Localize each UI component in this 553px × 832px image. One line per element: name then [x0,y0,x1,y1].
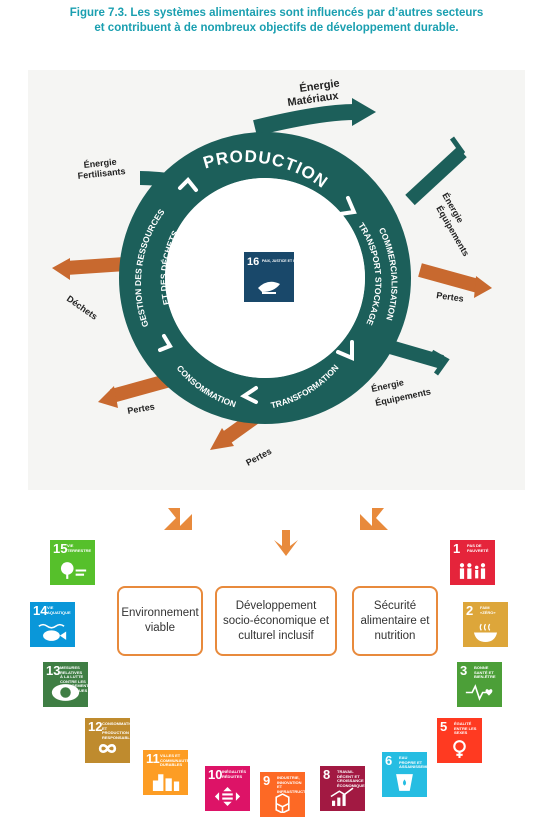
arrow-down-right [360,508,388,530]
sdg-number: 9 [263,773,271,788]
equality-icon [211,786,244,807]
sdg-tile-1: 1 PAS DE PAUVRETÉ [450,540,495,585]
center-sdg-16: 16 PAIX, JUSTICE ET INSTITUTIONS EFFICAC… [244,252,339,302]
sdg-number: 5 [440,719,448,734]
figure-caption: Figure 7.3. Les systèmes alimentaires so… [0,6,553,36]
sdg-label: EAU PROPRE ET ASSAINISSEMENT [399,755,435,770]
label-pertes-left: Pertes [127,401,156,416]
sdg-label: CONSOMMATION ET PRODUCTION RESPONSABLES [102,721,136,740]
arrow-down-center [274,530,298,556]
outcome-socio-economique: Développement socio-économique et cultur… [215,586,337,656]
sdg-label: ÉGALITÉ ENTRE LES SEXES [454,721,477,736]
sdg-label: PAS DE PAUVRETÉ [467,543,489,553]
sdg-number: 6 [385,753,393,768]
center-sdg-number: 16 [247,256,259,268]
arrow-down-left [164,508,192,530]
sdg-label: INDUSTRIE, INNOVATION ET INFRASTRUCTURE [277,775,314,794]
growth-icon [326,786,359,807]
down-arrows [164,508,388,556]
sdg-tile-8: 8 TRAVAIL DÉCENT ET CROISSANCE ÉCONOMIQUE [320,766,365,811]
outcome-socio-text: Développement socio-économique et cultur… [222,599,330,642]
sdg-label: INÉGALITÉS RÉDUITES [222,769,247,779]
cubes-icon [266,792,299,815]
outcome-securite-text: Sécurité alimentaire et nutrition [360,599,430,642]
sdg-label: VIE TERRESTRE [67,543,92,553]
sdg-number: 1 [453,541,461,556]
caption-line-1: Figure 7.3. Les systèmes alimentaires so… [69,7,484,19]
sdg-tile-6: 6 EAU PROPRE ET ASSAINISSEMENT [382,752,435,797]
gender-icon [443,738,476,759]
cycle-ring [119,132,411,424]
sdg-label: TRAVAIL DÉCENT ET CROISSANCE ÉCONOMIQUE [337,769,365,788]
sdg-number: 10 [208,767,223,782]
heartbeat-icon [463,682,496,703]
sdg-label: VILLES ET COMMUNAUTÉS DURABLES [160,753,192,768]
sdg-number: 13 [46,663,61,678]
sdg-tile-2: 2 FAIM «ZÉRO» [463,602,508,647]
sdg-tile-3: 3 BONNE SANTÉ ET BIEN-ÊTRE [457,662,502,707]
dove-icon [258,281,280,292]
center-sdg-label: PAIX, JUSTICE ET INSTITUTIONS EFFICACES [262,259,339,263]
label-energie-fert-1: Énergie [83,157,117,170]
energie-materiaux-arrow [253,104,356,136]
sdg-tile-9: 9 INDUSTRIE, INNOVATION ET INFRASTRUCTURE [260,772,314,817]
sdg-label: VIE AQUATIQUE [47,605,71,615]
family-icon [456,560,489,581]
sdg-label: BONNE SANTÉ ET BIEN-ÊTRE [474,665,496,680]
ring-chevrons [158,177,357,404]
sdg-number: 8 [323,767,331,782]
infinity-icon [91,738,124,759]
sdg-tile-5: 5 ÉGALITÉ ENTRE LES SEXES [437,718,482,763]
label-energie-materiaux-1: Énergie [299,76,341,94]
sdg-number: 12 [88,719,103,734]
outcome-environnement-text: Environnement viable [121,607,199,634]
sdg-number: 15 [53,541,68,556]
sdg-number: 14 [33,603,48,618]
sdg-number: 2 [466,603,474,618]
outcome-environnement: Environnement viable [117,586,203,656]
label-pertes-right: Pertes [436,290,465,304]
energie-equipements-top-arrow [405,146,467,206]
pertes-right-arrow [418,263,480,293]
label-energie-fert-2: Fertilisants [77,166,126,181]
sdg-label: FAIM «ZÉRO» [480,605,496,615]
outcome-securite: Sécurité alimentaire et nutrition [352,586,438,656]
tree-icon [56,560,89,581]
sdg-number: 3 [460,663,468,678]
pertes-left-arrow [110,373,172,403]
sdg-number: 11 [146,751,160,766]
caption-line-2: et contribuent à de nombreux objectifs d… [94,22,459,34]
bowl-icon [469,622,502,643]
city-icon [149,770,182,791]
fish-icon [36,622,69,643]
eye-globe-icon [49,682,82,703]
water-icon [388,772,421,793]
